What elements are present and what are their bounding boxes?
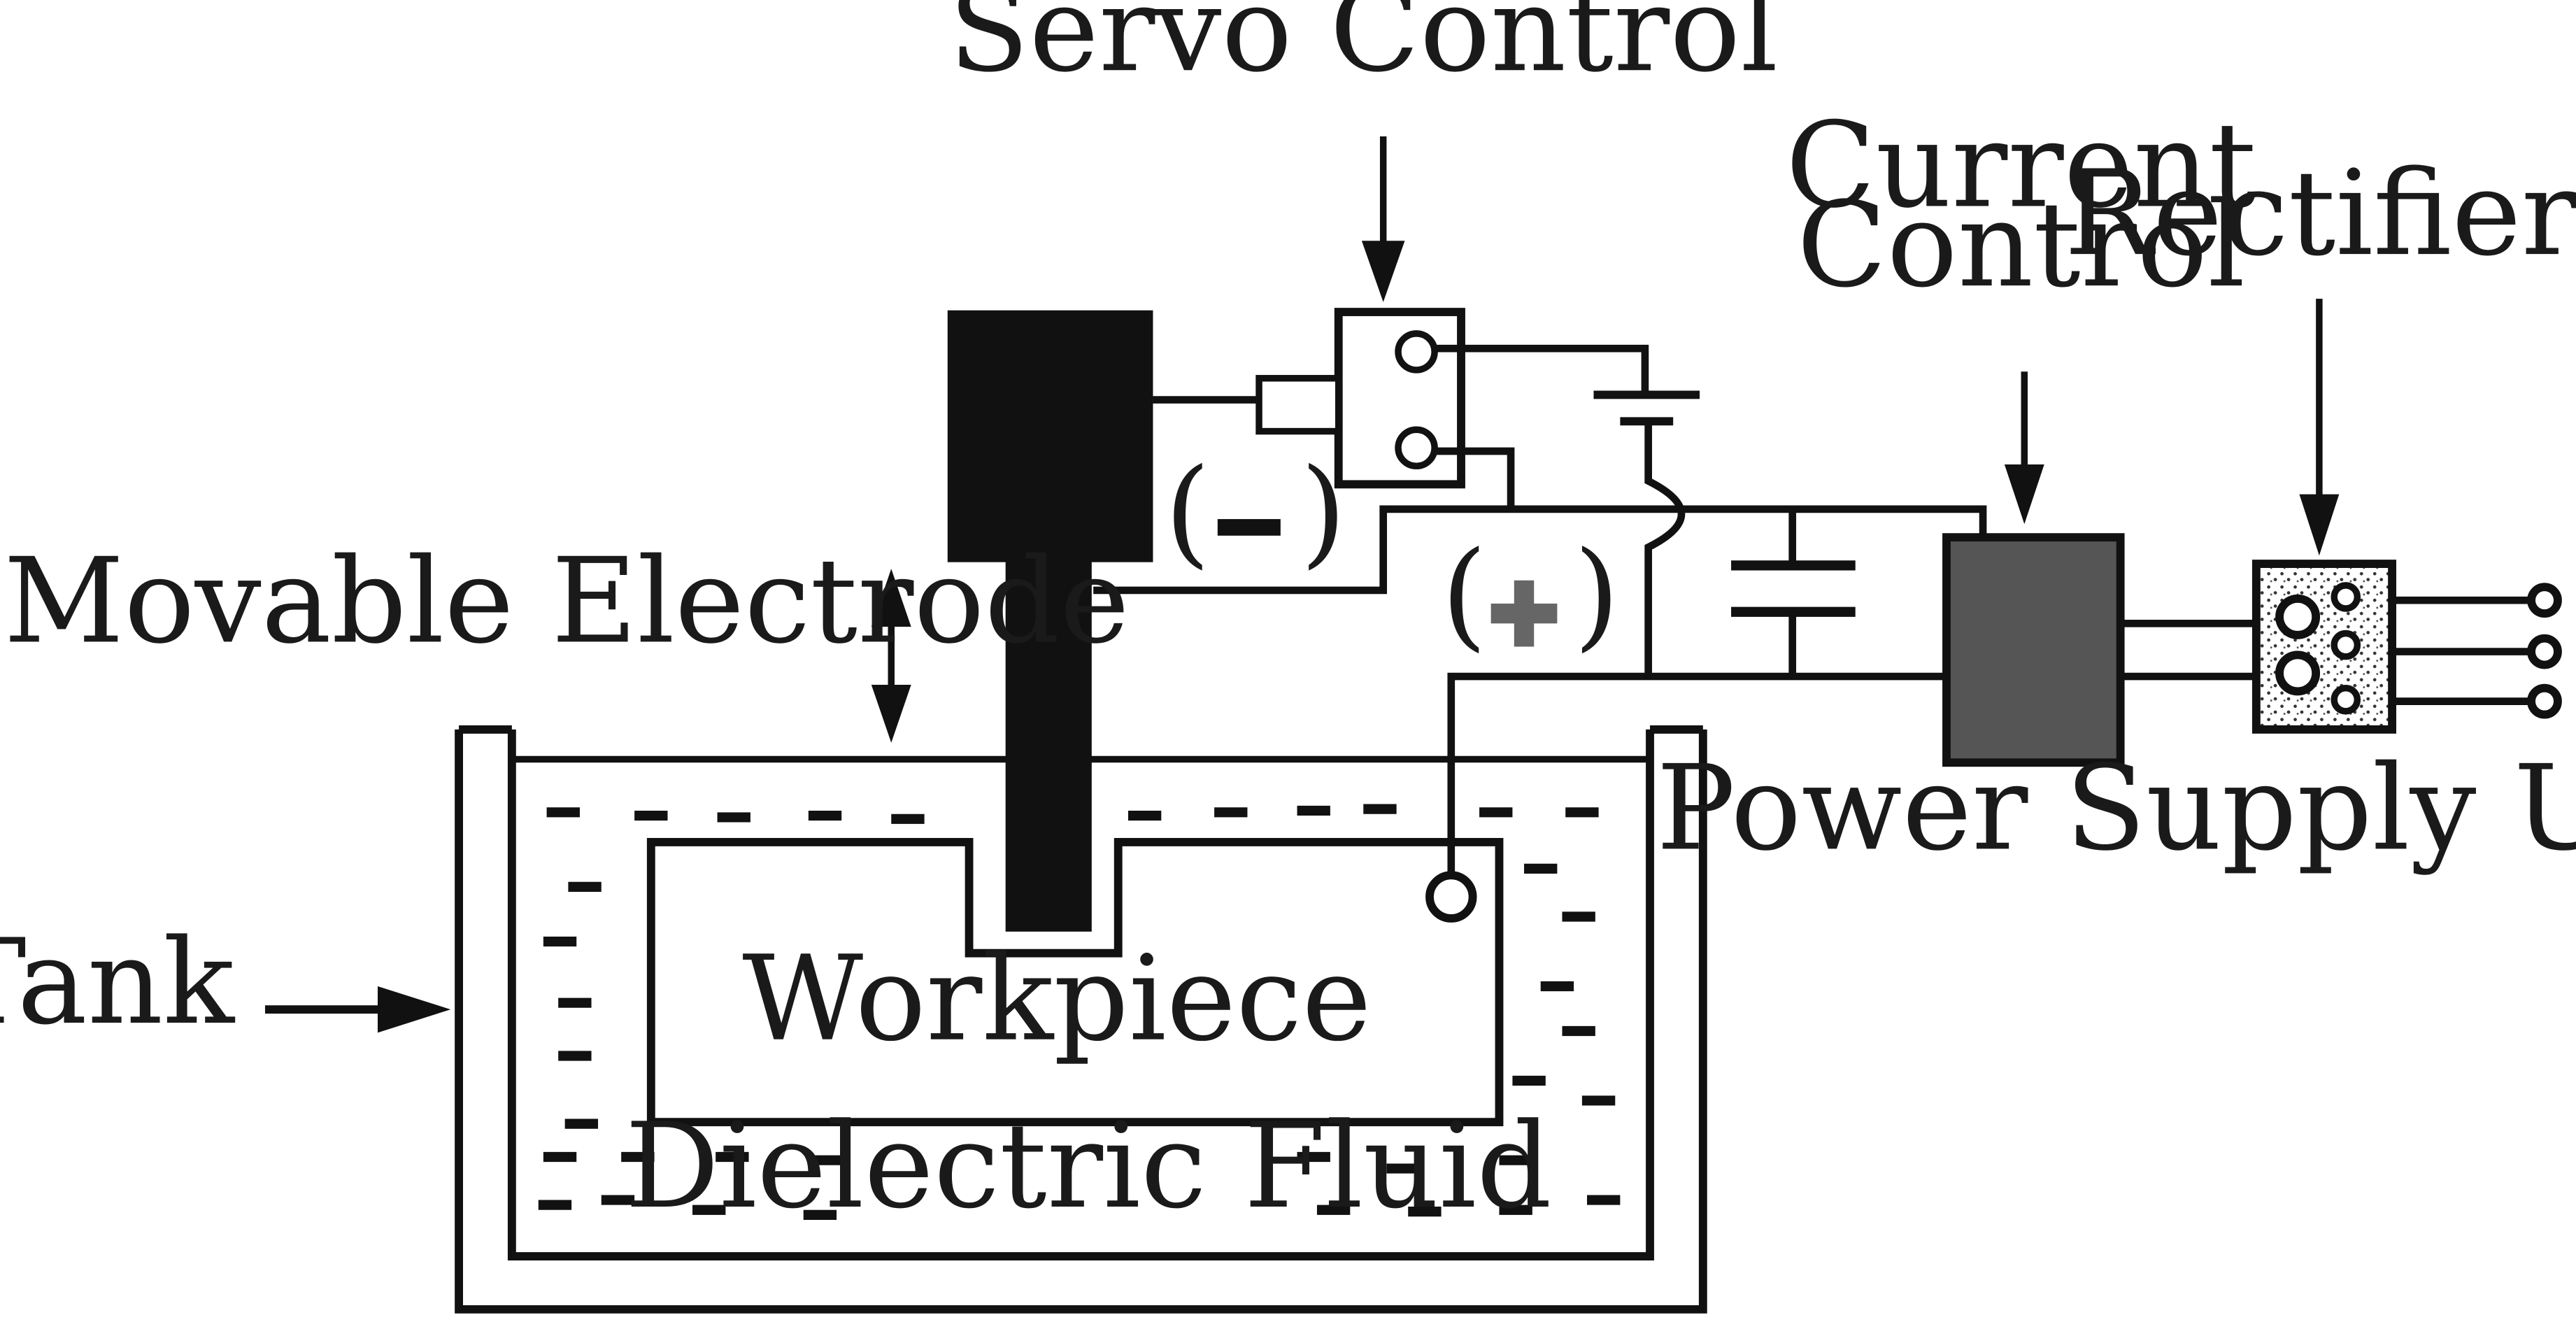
tank-outer-wall: [455, 729, 1707, 1314]
positive-paren-close: ): [1574, 526, 1620, 663]
current-control-arrow: [2004, 371, 2044, 525]
electrode-shaft: [1005, 547, 1092, 932]
negative-paren-close: ): [1300, 443, 1346, 580]
servo-terminal-bottom: [1395, 426, 1438, 470]
positive-polarity: ( ): [1442, 526, 1620, 663]
dielectric-fluid-label: Dielectric Fluid: [625, 1097, 1552, 1235]
rectifier-arrow: [2299, 299, 2340, 556]
plus-icon: [1490, 580, 1558, 647]
movable-electrode: [947, 310, 1153, 932]
current-control-label-line2: Control: [1797, 176, 2245, 313]
minus-icon: [1217, 519, 1281, 536]
servo-control-label: Servo Control: [948, 0, 1778, 98]
electrode-holder: [947, 310, 1153, 562]
negative-paren-open: (: [1165, 443, 1211, 580]
power-supply-box: [1942, 533, 2125, 767]
circuit-wiring: [1093, 344, 2530, 876]
dielectric-dashes: [538, 804, 1621, 1220]
rectifier-box: [2251, 560, 2397, 734]
workpiece-terminal: [1425, 871, 1477, 923]
positive-paren-open: (: [1442, 526, 1488, 663]
negative-polarity: ( ): [1165, 443, 1346, 580]
tank-arrow: [264, 986, 451, 1033]
double-arrow-icon: [871, 569, 911, 743]
movable-electrode-label: Movable Electrode: [3, 532, 1130, 669]
servo-connector: [1255, 375, 1342, 435]
tank-inner-wall: [507, 729, 1654, 1260]
servo-arrow: [1361, 136, 1405, 302]
output-terminals: [2527, 583, 2562, 719]
tank-label: Tank: [0, 914, 236, 1051]
rectifier-label: Rectifier: [2064, 145, 2576, 282]
workpiece: [646, 838, 1504, 1127]
capacitor: [1731, 560, 1856, 617]
workpiece-label: Workpiece: [742, 930, 1372, 1067]
current-control-label-line1: Current: [1786, 97, 2256, 234]
servo-terminal-top: [1395, 330, 1438, 374]
rectifier-terminals: [2275, 582, 2361, 715]
power-supply-unit-label: Power Supply Unit: [1656, 739, 2576, 876]
